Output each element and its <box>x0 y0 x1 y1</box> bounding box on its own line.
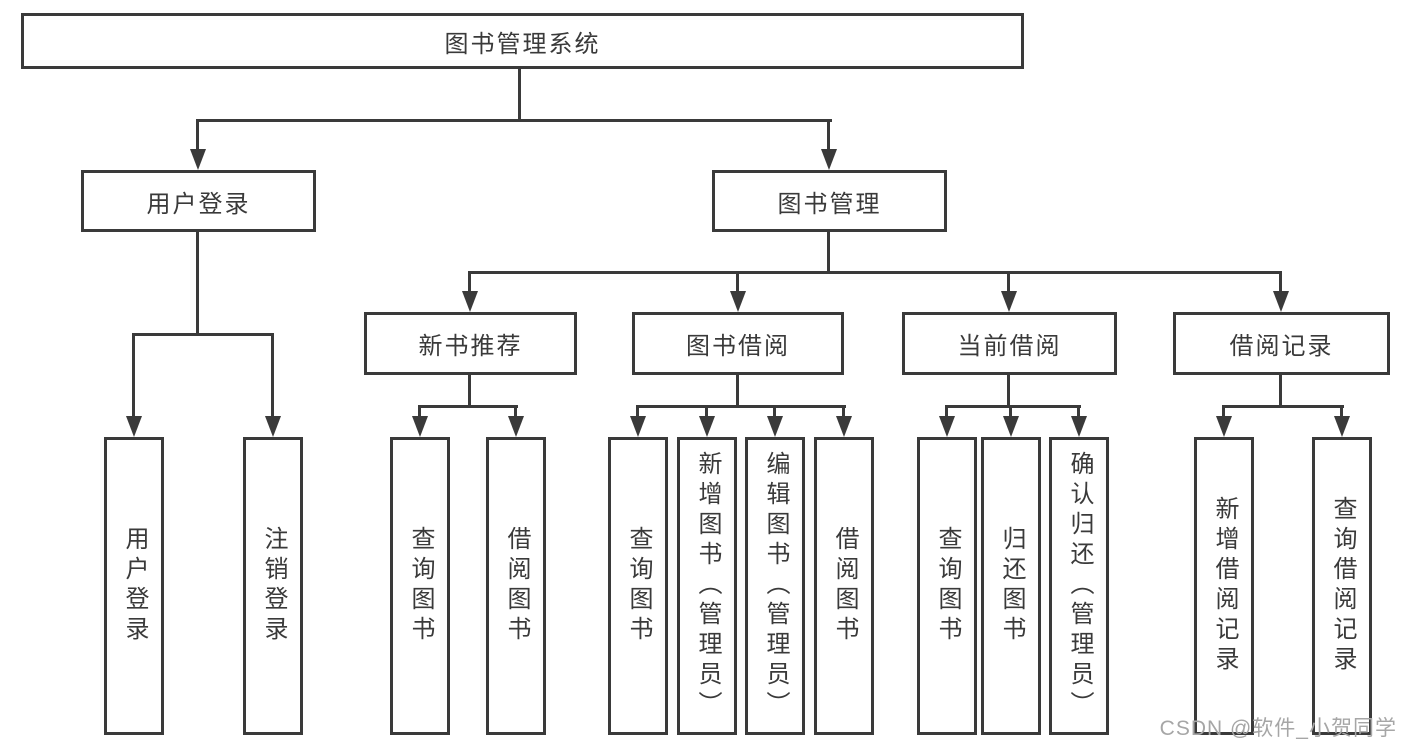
leaf-label: 用户登录 <box>121 526 148 646</box>
arrow-down-icon <box>730 291 746 312</box>
leaf-label: 借阅图书 <box>831 526 858 646</box>
leaf-label: 查询图书 <box>625 526 652 646</box>
arrow-down-icon <box>630 416 646 437</box>
connector-book-mgmt-drop <box>827 119 830 152</box>
leaf-current-confirm-return-admin: 确认归还（管理员） <box>1049 437 1109 735</box>
connector-user-login-bus <box>132 333 274 336</box>
leaf-current-query-books: 查询图书 <box>917 437 977 735</box>
connector-leaf-drop <box>842 405 845 419</box>
arrow-down-icon <box>1273 291 1289 312</box>
arrow-down-icon <box>1216 416 1232 437</box>
leaf-label: 查询图书 <box>934 526 961 646</box>
arrow-down-icon <box>767 416 783 437</box>
node-borrowing-records: 借阅记录 <box>1173 312 1390 375</box>
leaf-label: 借阅图书 <box>503 526 530 646</box>
leaf-current-return-books: 归还图书 <box>981 437 1041 735</box>
node-book-management: 图书管理 <box>712 170 947 232</box>
leaf-label: 归还图书 <box>998 526 1025 646</box>
connector-leaf-drop <box>636 405 639 419</box>
arrow-down-icon <box>265 416 281 437</box>
leaf-recommend-query-books: 查询图书 <box>390 437 450 735</box>
arrow-down-icon <box>126 416 142 437</box>
leaf-borrowing-edit-books-admin: 编辑图书（管理员） <box>745 437 805 735</box>
connector-leaf-drop <box>773 405 776 419</box>
connector-user-login-drop <box>196 119 199 152</box>
arrow-down-icon <box>1003 416 1019 437</box>
node-user-login: 用户登录 <box>81 170 316 232</box>
arrow-down-icon <box>1071 416 1087 437</box>
leaf-recommend-borrow-books: 借阅图书 <box>486 437 546 735</box>
arrow-down-icon <box>939 416 955 437</box>
arrow-down-icon <box>412 416 428 437</box>
leaf-label: 注销登录 <box>260 526 287 646</box>
leaf-label: 新增图书（管理员） <box>694 451 721 721</box>
connector-leaf-drop <box>514 405 517 419</box>
connector-leaf-drop <box>945 405 948 419</box>
node-current-borrowing: 当前借阅 <box>902 312 1117 375</box>
leaf-label: 新增借阅记录 <box>1211 496 1238 676</box>
connector-level3-drop <box>1279 271 1282 294</box>
connector-leaf-drop <box>705 405 708 419</box>
leaf-borrowing-add-books-admin: 新增图书（管理员） <box>677 437 737 735</box>
connector-leaf-drop <box>418 405 421 419</box>
node-book-borrowing: 图书借阅 <box>632 312 844 375</box>
connector-current-stem <box>1007 375 1010 407</box>
arrow-down-icon <box>1334 416 1350 437</box>
leaf-user-login: 用户登录 <box>104 437 164 735</box>
leaf-label: 编辑图书（管理员） <box>762 451 789 721</box>
connector-recommend-stem <box>468 375 471 407</box>
arrow-down-icon <box>190 149 206 170</box>
node-library-system: 图书管理系统 <box>21 13 1024 69</box>
connector-borrowing-bus <box>636 405 846 408</box>
leaf-borrowing-query-books: 查询图书 <box>608 437 668 735</box>
arrow-down-icon <box>1001 291 1017 312</box>
leaf-records-query-record: 查询借阅记录 <box>1312 437 1372 735</box>
connector-leaf-drop <box>1009 405 1012 419</box>
leaf-logout: 注销登录 <box>243 437 303 735</box>
arrow-down-icon <box>836 416 852 437</box>
node-new-book-recommend: 新书推荐 <box>364 312 577 375</box>
leaf-records-add-record: 新增借阅记录 <box>1194 437 1254 735</box>
connector-root-stem <box>518 68 521 122</box>
connector-borrowing-stem <box>736 375 739 407</box>
connector-leaf-drop <box>271 333 274 418</box>
arrow-down-icon <box>508 416 524 437</box>
arrow-down-icon <box>699 416 715 437</box>
arrow-down-icon <box>821 149 837 170</box>
leaf-borrowing-borrow-books: 借阅图书 <box>814 437 874 735</box>
connector-records-stem <box>1279 375 1282 407</box>
arrow-down-icon <box>462 291 478 312</box>
connector-current-bus <box>945 405 1081 408</box>
connector-leaf-drop <box>132 333 135 418</box>
connector-level3-drop <box>468 271 471 294</box>
connector-level3-drop <box>736 271 739 294</box>
connector-user-login-stem <box>196 232 199 336</box>
connector-leaf-drop <box>1222 405 1225 419</box>
connector-records-bus <box>1222 405 1344 408</box>
leaf-label: 查询图书 <box>407 526 434 646</box>
connector-leaf-drop <box>1077 405 1080 419</box>
connector-level3-drop <box>1007 271 1010 294</box>
leaf-label: 确认归还（管理员） <box>1066 451 1093 721</box>
connector-book-mgmt-stem <box>827 232 830 274</box>
connector-leaf-drop <box>1340 405 1343 419</box>
connector-recommend-bus <box>418 405 518 408</box>
connector-level2-bus <box>196 119 832 122</box>
connector-level3-bus <box>468 271 1282 274</box>
watermark: CSDN @软件_小贺同学 <box>1159 717 1397 740</box>
leaf-label: 查询借阅记录 <box>1329 496 1356 676</box>
